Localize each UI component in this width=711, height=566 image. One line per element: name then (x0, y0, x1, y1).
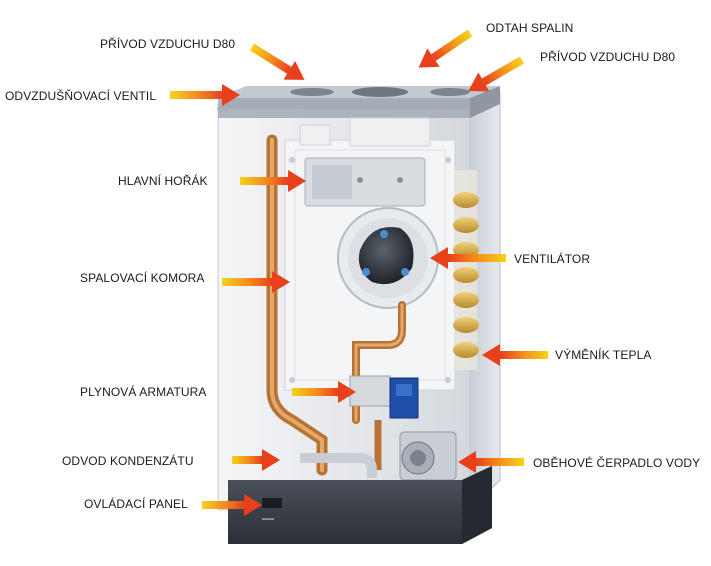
circulation-pump (399, 431, 457, 481)
gas-valve (349, 375, 419, 419)
arrow-odvzdusnovaci (170, 84, 240, 106)
heat-exchanger (453, 170, 479, 370)
arrow-hlavni-horak (240, 170, 306, 192)
label-odtah-spalin: ODTAH SPALIN (486, 21, 574, 35)
label-ventilator: VENTILÁTOR (514, 252, 591, 266)
copper-pipes (266, 134, 406, 476)
arrow-privod-right (468, 56, 524, 92)
arrow-odvod (232, 449, 280, 471)
pointer-arrows (170, 29, 548, 516)
label-vymenik-tepla: VÝMĚNÍK TEPLA (555, 348, 652, 362)
arrow-ventilator (430, 247, 506, 269)
label-plynova-armatura: PLYNOVÁ ARMATURA (80, 385, 207, 399)
control-panel: ▬▬ (228, 466, 492, 544)
arrow-plynova (292, 381, 356, 403)
label-hlavni-horak: HLAVNÍ HOŘÁK (118, 174, 208, 188)
label-obehove-cerpadlo: OBĚHOVÉ ČERPADLO VODY (533, 456, 701, 470)
ventilator-fan (337, 207, 439, 309)
arrow-obehove (458, 451, 524, 473)
main-burner (304, 157, 426, 207)
svg-text:▬▬: ▬▬ (262, 516, 274, 522)
label-spalovaci-komora: SPALOVACÍ KOMORA (80, 271, 205, 285)
label-odvzdusnovaci-ventil: ODVZDUŠŇOVACÍ VENTIL (5, 89, 157, 103)
label-privod-vzduchu-right: PŘÍVOD VZDUCHU D80 (540, 50, 676, 64)
arrow-vymenik (482, 344, 548, 366)
arrow-spalovaci (222, 271, 290, 293)
condensate-drain (300, 453, 377, 478)
arrow-privod-left (249, 43, 305, 80)
label-privod-vzduchu-left: PŘÍVOD VZDUCHU D80 (100, 37, 236, 51)
arrow-odtah (418, 29, 473, 68)
label-ovladaci-panel: OVLÁDACÍ PANEL (84, 497, 188, 511)
arrow-ovladaci (202, 494, 262, 516)
label-odvod-kondenzatu: ODVOD KONDENZÁTU (62, 454, 194, 468)
